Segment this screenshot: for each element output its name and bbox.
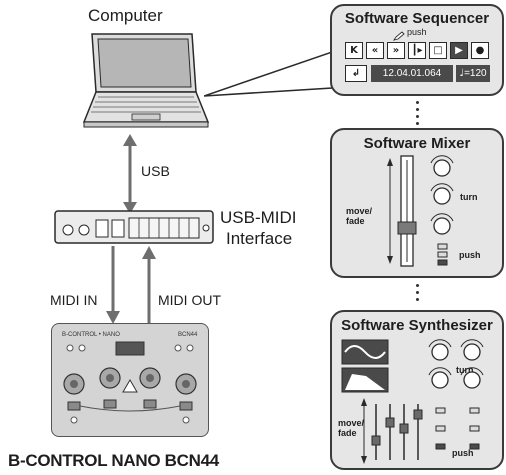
mixer-title: Software Mixer: [363, 135, 471, 152]
synth-fader-label-2: fade: [338, 428, 357, 438]
play-button[interactable]: ▶: [450, 42, 468, 59]
usb-midi-interface: [54, 210, 214, 244]
synth-fader-label-1: move/: [338, 418, 365, 428]
rewind-button[interactable]: «: [366, 42, 384, 59]
usb-label: USB: [141, 163, 170, 179]
midi-out-label: MIDI OUT: [158, 292, 221, 308]
device-caption: B-CONTROL NANO BCN44: [8, 451, 219, 470]
midi-out-arrow: [142, 246, 156, 324]
skip-to-end-button[interactable]: ┃▸: [408, 42, 426, 59]
time-display: 12.04.01.064: [371, 65, 453, 82]
mixer-panel: Software Mixer move/ fade turn push: [330, 128, 504, 278]
sequencer-title: Software Sequencer: [344, 10, 490, 27]
note-icon: ♩: [459, 68, 465, 79]
sequencer-panel: Software Sequencer push K « » ┃▸ □ ▶ ● ↲…: [330, 4, 504, 96]
mixer-fader-label-1: move/: [346, 206, 373, 216]
synth-push-label: push: [452, 448, 474, 458]
rewind-to-start-button[interactable]: K: [345, 42, 363, 59]
device-brand: B-CONTROL • NANO: [62, 332, 120, 338]
computer-label: Computer: [88, 6, 163, 25]
fast-forward-button[interactable]: »: [387, 42, 405, 59]
pencil-icon: [392, 28, 405, 41]
bcn44-device: B-CONTROL • NANO BCN44: [51, 323, 209, 437]
usb-connection-arrow: [123, 134, 137, 214]
stop-button[interactable]: □: [429, 42, 447, 59]
interface-label-line1: USB-MIDI: [220, 208, 297, 227]
midi-in-label: MIDI IN: [50, 292, 98, 308]
tempo-display: ♩=120: [456, 65, 490, 82]
sequencer-push-label: push: [407, 27, 427, 37]
mixer-push-label: push: [459, 250, 481, 260]
midi-in-arrow: [106, 246, 120, 324]
record-button[interactable]: ●: [471, 42, 489, 59]
device-model: BCN44: [178, 332, 198, 338]
callout-wedge: [204, 50, 333, 97]
laptop-icon: [82, 33, 210, 128]
mixer-fader-label-2: fade: [346, 216, 365, 226]
interface-label-line2: Interface: [226, 229, 293, 248]
synth-title: Software Synthesizer: [341, 317, 493, 334]
synth-panel: Software Synthesizer turn move/ fade pus…: [330, 310, 504, 470]
loop-button[interactable]: ↲: [345, 65, 367, 82]
mixer-turn-label: turn: [460, 192, 478, 202]
